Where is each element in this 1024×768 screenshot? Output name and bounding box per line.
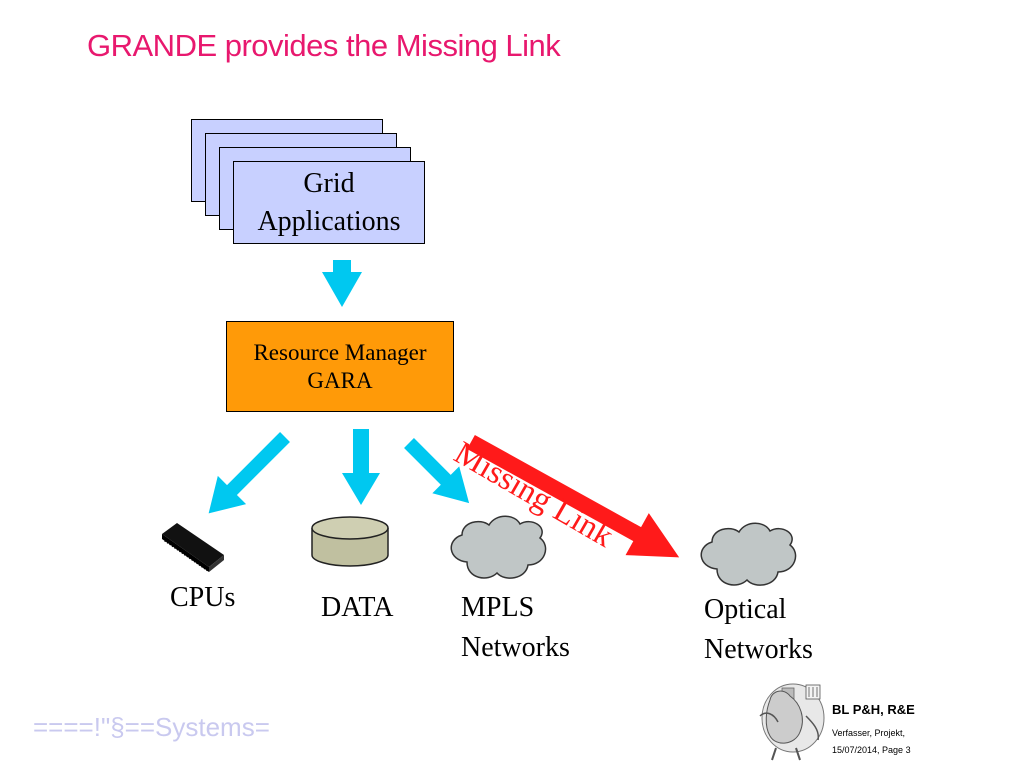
mpls-line1: MPLS (461, 592, 535, 623)
optical-cloud-icon (700, 522, 797, 586)
data-label: DATA (321, 592, 394, 623)
mpls-cloud-icon (450, 515, 547, 579)
missing-link-arrow (467, 435, 680, 558)
database-icon (311, 516, 389, 567)
optical-networks-label: Optical Networks (704, 590, 813, 670)
arrow-to-data (342, 429, 380, 505)
arrow-to-mpls (404, 438, 470, 504)
mpls-line2: Networks (461, 632, 570, 663)
footer-author: Verfasser, Projekt, (832, 728, 906, 738)
optical-line2: Networks (704, 634, 813, 665)
optical-line1: Optical (704, 594, 787, 625)
grid-applications-label: Grid Applications (233, 161, 425, 244)
footer-date-page: 15/07/2014, Page 3 (832, 745, 911, 755)
slide-title: GRANDE provides the Missing Link (87, 28, 561, 63)
footer-systems-text: ====!"§==Systems= (33, 712, 270, 742)
resource-manager-box: Resource Manager GARA (226, 321, 454, 412)
resource-manager-line2: GARA (307, 367, 373, 393)
arrow-to-cpus (208, 432, 290, 514)
cpus-label: CPUs (170, 582, 236, 613)
company-logo-icon (759, 683, 825, 761)
mpls-networks-label: MPLS Networks (461, 588, 570, 668)
resource-manager-line1: Resource Manager (253, 339, 427, 365)
footer-org: BL P&H, R&E (832, 702, 915, 717)
arrow-apps-to-manager (322, 260, 362, 307)
grid-applications-line2: Applications (257, 205, 401, 237)
grid-applications-line1: Grid (303, 167, 355, 199)
app-card-front (233, 161, 425, 244)
cpu-chip-icon (162, 523, 224, 572)
